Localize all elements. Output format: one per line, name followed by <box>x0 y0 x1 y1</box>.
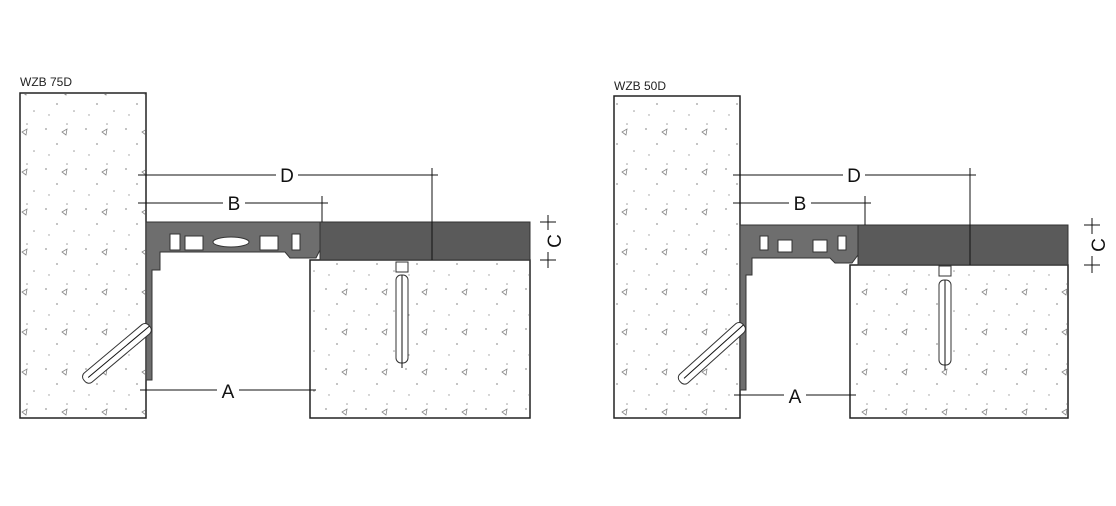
concrete-texture <box>311 261 529 417</box>
concrete-texture <box>851 266 1067 417</box>
floor-slab <box>319 221 531 261</box>
diagonal-anchor <box>677 321 746 385</box>
dimension-a-label: A <box>222 382 235 403</box>
dimension-c: C <box>1084 218 1110 273</box>
dimension-b-label: B <box>794 194 807 215</box>
dimension-b-label: B <box>228 194 241 215</box>
dimension-d-label: D <box>280 166 294 187</box>
dimension-a: A <box>140 380 316 403</box>
diagram-title: WZB 50D <box>614 79 666 93</box>
dimension-a: A <box>734 385 856 408</box>
dimension-d-label: D <box>847 166 861 187</box>
concrete-texture <box>21 94 145 417</box>
concrete-texture <box>615 97 739 417</box>
dimension-c-label: C <box>545 234 566 248</box>
joint-profile <box>739 224 859 391</box>
dimension-b: B <box>138 192 328 222</box>
vertical-anchor <box>938 265 952 370</box>
dimension-c: C <box>540 215 566 268</box>
diagram-wzb-75d: WZB 75D D <box>19 75 566 419</box>
vertical-anchor <box>395 261 409 368</box>
dimension-b: B <box>733 192 871 225</box>
dimension-c-label: C <box>1089 238 1110 252</box>
joint-profile <box>145 221 321 381</box>
dimension-a-label: A <box>789 387 802 408</box>
dimension-d: D <box>138 164 438 260</box>
diagram-title: WZB 75D <box>20 75 72 89</box>
diagram-wzb-50d: WZB 50D D <box>613 79 1110 419</box>
dimension-d: D <box>733 164 976 265</box>
floor-slab <box>857 224 1069 266</box>
diagonal-anchor <box>82 323 152 384</box>
